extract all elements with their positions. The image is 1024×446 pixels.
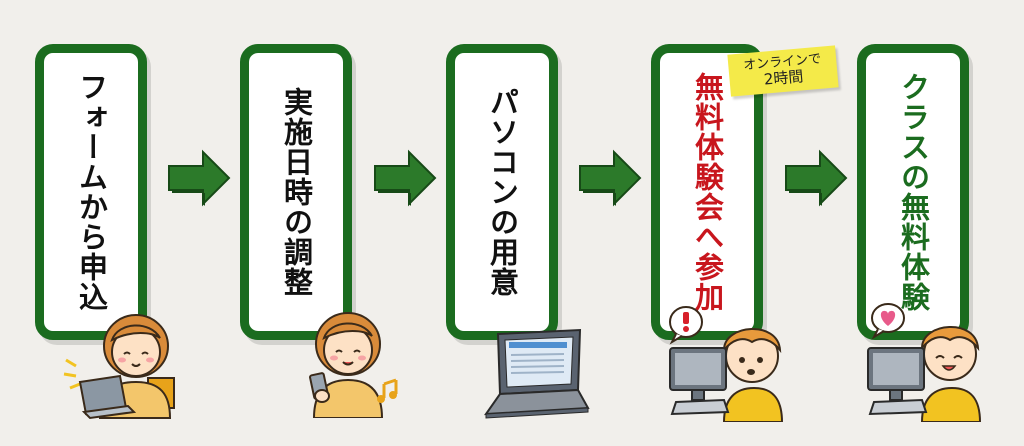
arrow-right-icon	[168, 149, 231, 207]
duration-sticky-note: オンラインで 2時間	[727, 45, 839, 97]
exclamation-bubble-icon	[669, 306, 703, 345]
step-label-2: 実施日時の調整	[279, 87, 314, 297]
music-note-icon	[377, 378, 398, 403]
arrow-right-icon	[579, 149, 642, 207]
boy-computer-illustration-1	[669, 306, 784, 422]
boy-computer-illustration-2	[867, 303, 982, 422]
laptop-icon	[483, 328, 590, 419]
step-card-3: パソコンの用意	[446, 44, 558, 340]
step-label-4: 無料体験会へ参加	[690, 72, 725, 312]
note-line-2: 2時間	[763, 67, 805, 89]
arrow-right-icon	[374, 149, 437, 207]
step-label-1: フォームから申込	[74, 72, 109, 312]
step-label-5: クラスの無料体験	[896, 72, 931, 312]
heart-bubble-icon	[871, 303, 905, 340]
step-card-2: 実施日時の調整	[240, 44, 352, 340]
woman-laptop-illustration	[63, 314, 175, 420]
step-card-1: フォームから申込	[35, 44, 147, 340]
arrow-right-icon	[785, 149, 848, 207]
woman-phone-illustration	[309, 312, 398, 418]
step-label-3: パソコンの用意	[485, 87, 520, 297]
step-card-5: クラスの無料体験	[857, 44, 969, 340]
